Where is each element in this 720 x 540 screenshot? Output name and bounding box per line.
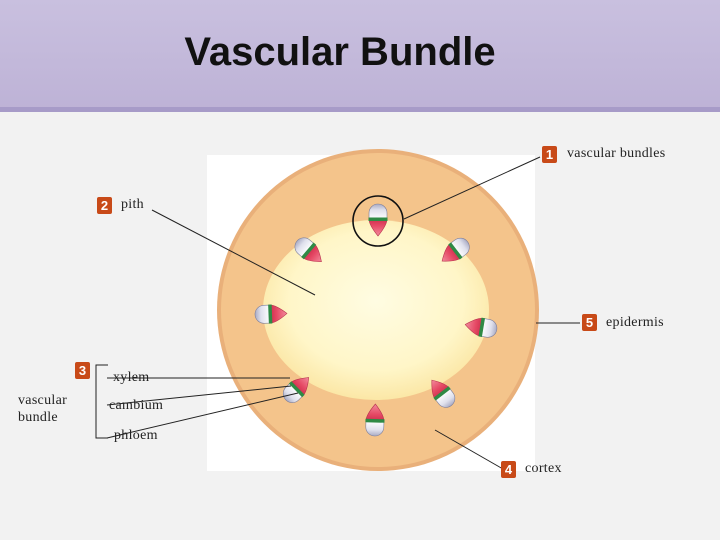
vascular-bundle [368,203,388,237]
page-title: Vascular Bundle [184,30,496,74]
cambium-band [368,217,388,221]
pith [263,220,489,400]
vascular-bundle [431,379,456,408]
xylem-region [449,237,470,259]
cambium-band [433,386,451,401]
label-pith: pith [121,197,144,212]
callout-badge-2: 2 [97,197,112,214]
leader-line-cortex [434,429,504,470]
cambium-band [478,317,486,337]
xylem-region [480,318,498,338]
leader-line-cambium [106,385,292,406]
leader-line-pith [151,209,316,296]
xylem-region [365,420,385,437]
cambium-band [268,304,273,324]
vascular-bundle [294,237,322,263]
vascular-bundle [464,317,498,338]
vascular-bundle [254,304,288,324]
callout-badge-4: 4 [501,461,516,478]
vascular-bundle [365,403,385,437]
vascular-bundle [441,237,470,262]
leader-lines [95,156,580,470]
label-epidermis: epidermis [606,315,664,330]
xylem-region [282,382,304,403]
vascular-bundle [282,377,310,403]
callout-badge-5: 5 [582,314,597,331]
callout-badge-1: 1 [542,146,557,163]
bundle-highlight-ring [352,195,404,247]
cambium-band [365,418,385,423]
title-bar-strip [0,107,720,112]
xylem-region [368,203,388,220]
label-cambium: cambium [109,398,164,413]
cambium-band [301,242,317,260]
cambium-band [448,242,463,260]
cambium-band [288,381,305,398]
label-xylem: xylem [113,370,150,385]
xylem-region [254,304,271,324]
vascular-bundle-bracket [95,364,108,439]
label-vascular-bundle: vascular bundle [18,393,68,425]
label-cortex: cortex [525,461,562,476]
label-phloem: phloem [114,428,158,443]
xylem-region [434,387,456,408]
title-bar [0,0,720,112]
leader-line-phloem [106,392,299,439]
xylem-region [294,237,315,258]
vascular-bundles [254,203,498,437]
leader-line-vascular-bundles [403,156,541,220]
callout-badge-3: 3 [75,362,90,379]
label-vascular-bundles: vascular bundles [567,146,666,161]
